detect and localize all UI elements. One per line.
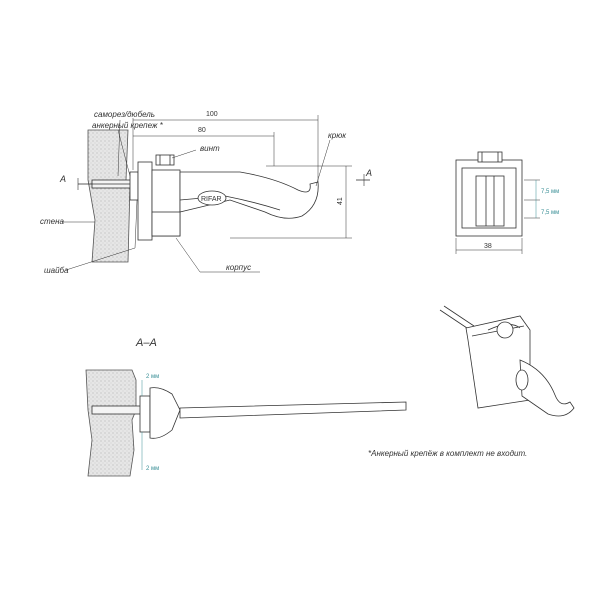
washer <box>129 171 139 201</box>
dim-2mm-top: 2 мм <box>146 374 159 380</box>
dim-41: 41 <box>337 197 344 205</box>
dim-100: 100 <box>206 111 218 118</box>
label-screw: саморез/дюбель <box>94 110 155 119</box>
label-hook: крюк <box>328 131 347 140</box>
label-wall: стена <box>40 217 65 226</box>
label-washer: шайба <box>44 266 69 275</box>
section-title: А–А <box>135 337 157 349</box>
dim-38: 38 <box>484 243 492 250</box>
wall-section <box>87 129 131 263</box>
dim-7-5-bottom: 7,5 мм <box>541 210 559 216</box>
logo-text: RIFAR <box>201 196 222 203</box>
dim-7-5-top: 7,5 мм <box>541 189 559 195</box>
bolt-head <box>155 154 175 166</box>
footnote: *Анкерный крепёж в комплект не входит. <box>368 449 527 458</box>
label-bolt: винт <box>200 144 220 153</box>
section-wall <box>85 369 137 477</box>
logo-oval <box>197 190 227 206</box>
side-view <box>62 115 370 273</box>
hook-shape <box>179 171 319 219</box>
section-mark-left: А <box>59 174 66 184</box>
label-body: корпус <box>226 263 251 272</box>
section-view <box>85 369 407 477</box>
isometric-view <box>439 305 575 417</box>
label-anchor: анкерный крепеж * <box>92 121 164 130</box>
front-view <box>455 151 540 254</box>
bracket-body <box>137 161 153 241</box>
dim-2mm-bottom: 2 мм <box>146 466 159 472</box>
dim-80: 80 <box>198 127 206 134</box>
iso-logo-oval <box>515 369 529 391</box>
section-mark-right: А <box>365 168 372 178</box>
